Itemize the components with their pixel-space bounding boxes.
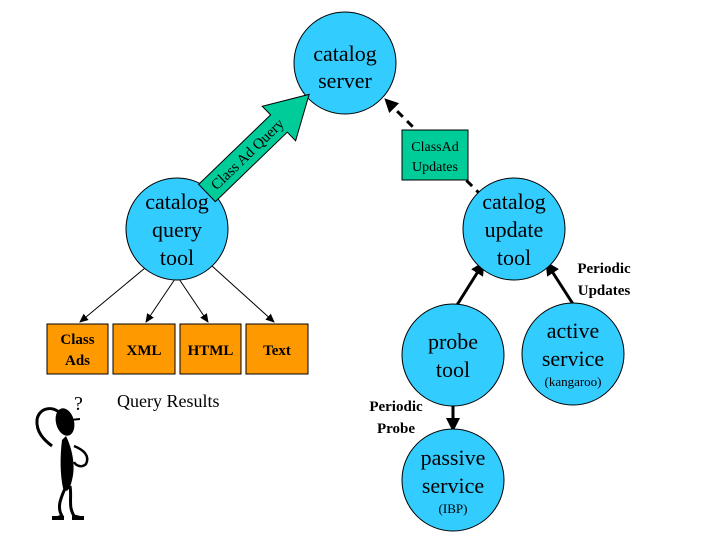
classad-updates-label-1: ClassAd (411, 140, 458, 155)
periodic-updates-label-2: Updates (578, 283, 631, 299)
confused-person-icon: ? (35, 393, 89, 520)
active-service-label-2: service (542, 346, 604, 371)
edge-query-to-xml (145, 278, 176, 323)
edge-query-to-classads (79, 267, 146, 323)
catalog-server-label-1: catalog (313, 41, 377, 66)
classad-query-label: Class Ad Query (208, 116, 288, 194)
question-mark-icon: ? (74, 393, 83, 415)
result-box-text: Text (245, 323, 309, 375)
classad-query-arrow-shape (197, 93, 310, 203)
update-tool-label-2: update (485, 217, 544, 242)
classad-updates-box: ClassAd Updates (401, 129, 469, 181)
query-tool-label-2: query (152, 217, 202, 242)
result-box-classads-rect (46, 323, 109, 375)
edge-query-to-html (178, 278, 209, 323)
active-service-label-1: active (547, 318, 600, 343)
periodic-probe-label: Periodic Probe (369, 399, 423, 437)
update-tool-label-3: tool (497, 245, 531, 270)
catalog-server-circle (293, 11, 397, 115)
node-probe-tool: probe tool (401, 303, 505, 407)
passive-service-label-1: passive (421, 445, 486, 470)
periodic-updates-label-1: Periodic (577, 261, 631, 277)
periodic-probe-label-1: Periodic (369, 399, 423, 415)
node-catalog-server: catalog server (293, 11, 397, 115)
result-box-classads-label-1: Class (60, 332, 94, 348)
probe-tool-label-1: probe (428, 329, 478, 354)
classad-query-arrow: Class Ad Query (197, 93, 310, 203)
result-format-boxes: Class Ads XML HTML Text (46, 323, 309, 375)
update-tool-label-1: catalog (482, 189, 546, 214)
result-box-xml: XML (112, 323, 176, 375)
node-update-tool: catalog update tool (462, 177, 566, 281)
probe-tool-circle (401, 303, 505, 407)
passive-service-label-2: service (422, 473, 484, 498)
passive-service-circle (401, 428, 505, 532)
result-box-html: HTML (179, 323, 242, 375)
edge-query-to-text (211, 265, 275, 323)
catalog-server-label-2: server (318, 68, 372, 93)
query-tool-label-3: tool (160, 245, 194, 270)
result-box-classads-label-2: Ads (65, 353, 90, 369)
result-box-xml-label: XML (127, 343, 162, 359)
result-box-html-rect (179, 323, 242, 375)
query-tool-circle (125, 177, 229, 281)
query-results-label: Query Results (117, 391, 220, 411)
result-box-text-label: Text (263, 343, 291, 359)
node-passive-service: passive service (IBP) (401, 428, 505, 532)
active-service-circle (521, 302, 625, 406)
result-box-text-rect (245, 323, 309, 375)
active-service-note: (kangaroo) (544, 374, 601, 389)
periodic-updates-label: Periodic Updates (577, 261, 631, 299)
result-box-classads: Class Ads (46, 323, 109, 375)
node-query-tool: catalog query tool (125, 177, 229, 281)
classad-updates-label-2: Updates (412, 160, 458, 175)
update-tool-circle (462, 177, 566, 281)
node-active-service: active service (kangaroo) (521, 302, 625, 406)
classad-updates-rect (401, 129, 469, 181)
periodic-probe-label-2: Probe (377, 421, 415, 437)
query-tool-label-1: catalog (145, 189, 209, 214)
edge-updates-to-server (383, 97, 484, 198)
edge-active-to-update (544, 261, 575, 305)
result-box-html-label: HTML (188, 343, 234, 359)
result-box-xml-rect (112, 323, 176, 375)
probe-tool-label-2: tool (436, 357, 470, 382)
passive-service-note: (IBP) (439, 501, 468, 516)
result-edges (79, 265, 275, 323)
edge-probe-to-update (455, 261, 486, 306)
